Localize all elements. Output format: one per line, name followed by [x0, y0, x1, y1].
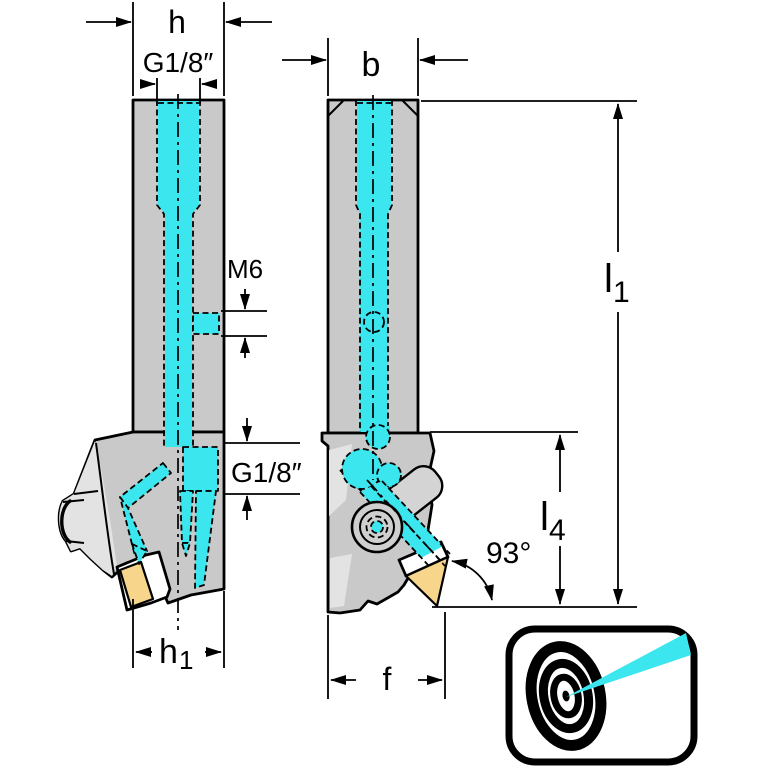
coolant-branch-d [194, 490, 217, 589]
label-h: h [168, 4, 186, 40]
precision-coolant-target-icon [505, 625, 698, 766]
label-l1-base: l [604, 257, 613, 301]
dimension-l4: l 4 [430, 431, 578, 605]
centerline-front [366, 95, 446, 567]
label-l4-sub: 4 [549, 514, 566, 547]
coolant-crosshole [363, 311, 385, 333]
label-g18-top: G1/8″ [143, 47, 214, 78]
label-g18-side: G1/8″ [231, 457, 302, 488]
shank-chamfer-lines [327, 99, 419, 117]
side-view: h G1/8″ M6 G1/8″ h 1 [57, 2, 302, 675]
bullseye-rings [525, 641, 607, 751]
dimension-g18-top: G1/8″ [140, 47, 217, 104]
coolant-cavity-2 [341, 448, 383, 490]
dimension-h: h [86, 2, 272, 96]
coolant-bore-fill-front [357, 101, 391, 432]
dimension-b: b [282, 38, 468, 96]
head-highlight-2 [330, 554, 352, 608]
coolant-port-m6 [192, 312, 220, 335]
label-h1-base: h [159, 633, 178, 671]
dimension-h1: h 1 [132, 591, 225, 675]
clamp-edge-line [95, 442, 115, 575]
label-f: f [383, 661, 392, 697]
dimension-m6: M6 [221, 254, 267, 358]
dimension-l1: l 1 [421, 100, 637, 608]
coolant-nozzle-tip-side [131, 543, 148, 565]
label-l4-base: l [540, 495, 549, 539]
coolant-beam [566, 633, 691, 697]
dimension-f: f [327, 612, 446, 699]
clamp-screw [350, 500, 404, 554]
coolant-bore-outline-front [355, 100, 393, 432]
clamp-lobe [60, 499, 72, 544]
insert-side [118, 560, 155, 609]
label-m6: M6 [227, 254, 263, 284]
insert-front [404, 555, 450, 608]
coolant-port-g18-side [182, 446, 219, 492]
label-b: b [362, 46, 381, 84]
coolant-branch-c [179, 490, 194, 544]
dimension-angle-93: 93° [451, 537, 531, 601]
label-93deg: 93° [486, 537, 531, 570]
clamp-detail-lines [62, 490, 99, 544]
coolant-cavity-1 [365, 424, 391, 450]
coolant-branch-c-tip [181, 542, 191, 557]
label-h1-sub: 1 [179, 645, 193, 675]
dimension-g18-side: G1/8″ [224, 418, 302, 520]
front-view: b l 1 l 4 93° f [282, 38, 637, 699]
label-l1-sub: 1 [613, 276, 630, 309]
